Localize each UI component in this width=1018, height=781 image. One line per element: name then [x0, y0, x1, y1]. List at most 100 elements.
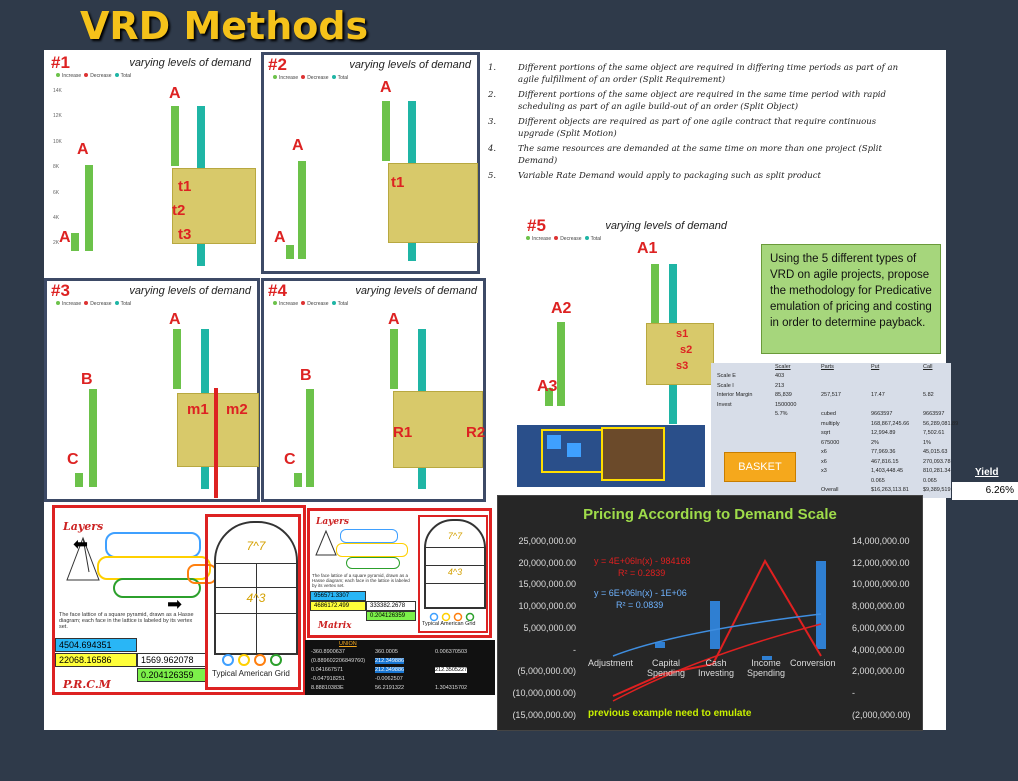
panel-number: #4 — [268, 281, 287, 300]
table-cell: 9663597 — [923, 411, 945, 417]
y-tick: 6K — [53, 190, 60, 196]
value-cell: 4686172.499 — [310, 601, 366, 611]
table-cell: 45,015.63 — [923, 449, 948, 455]
value-cell: 0.204126359 — [137, 668, 207, 682]
chart-title: Pricing According to Demand Scale — [583, 506, 837, 523]
matrix-label: Matrix — [318, 621, 352, 631]
level-label: A — [169, 311, 181, 328]
grid-caption: Typical American Grid — [212, 669, 290, 678]
panel-title: varying levels of demand — [129, 285, 251, 297]
level-label: B — [81, 371, 93, 388]
polar-diagram-overlay — [388, 163, 478, 243]
list-item: 1.Different portions of the same object … — [488, 63, 899, 85]
bar-increase — [545, 388, 553, 406]
list-item: 3.Different objects are required as part… — [488, 117, 877, 139]
union-cell: 0.006370503 — [435, 649, 468, 655]
x-label: Adjustment — [588, 658, 634, 668]
bar-increase — [75, 473, 83, 487]
right-tick: (2,000,000.00) — [852, 709, 911, 720]
chart-footer: previous example need to emulate — [588, 708, 752, 719]
lattice-caption: The face lattice of a square pyramid, dr… — [312, 573, 410, 588]
level-label: A — [292, 137, 304, 154]
panel-title: varying levels of demand — [349, 59, 471, 71]
trend-r2: R² = 0.0839 — [616, 600, 664, 610]
level-label: A — [380, 79, 392, 96]
swatch — [547, 435, 561, 449]
table-cell: 85,839 — [775, 392, 792, 398]
grid-frame: 7^7 4^3 Typical American Grid — [418, 515, 488, 633]
time-label: t2 — [172, 202, 186, 219]
table-cell: x6 — [821, 458, 827, 465]
table-cell: 168,867,245.66 — [871, 420, 910, 427]
swatch — [567, 443, 581, 457]
value-cell: 4504.694351 — [55, 638, 137, 652]
table-cell: 0.065 — [871, 477, 885, 484]
lattice-level — [113, 578, 201, 598]
product-image — [601, 427, 665, 481]
level-label: B — [300, 367, 312, 384]
right-tick: - — [852, 687, 855, 698]
right-tick: 4,000,000.00 — [852, 644, 905, 655]
table-cell: 213 — [775, 382, 785, 389]
level-label: A — [59, 229, 71, 246]
lattice-level — [340, 529, 398, 543]
table-cell: 5.82 — [923, 392, 934, 398]
table-cell: sqrt — [821, 430, 831, 436]
table-cell: Scale E — [717, 373, 736, 379]
resource-label: R2 — [466, 424, 486, 441]
left-tick: (15,000,000.00) — [512, 709, 576, 720]
union-cell: -0.047918251 — [311, 676, 345, 682]
y-tick: 10K — [53, 139, 62, 145]
value-cell: 22068.16586 — [55, 653, 137, 667]
table-cell: x6 — [821, 449, 827, 455]
arrow-right-icon: ➡ — [167, 594, 183, 614]
panel-number: #3 — [51, 281, 70, 300]
level-label: A — [388, 311, 400, 328]
basket-button[interactable]: BASKET — [724, 452, 796, 482]
panel-number: #1 — [51, 53, 70, 72]
table-cell: 403 — [775, 373, 785, 379]
table-cell: cubed — [821, 411, 836, 417]
bar-increase — [382, 101, 390, 161]
x-label: Income Spending — [746, 658, 786, 678]
union-cell: -360.8900637 — [311, 649, 345, 655]
bar-increase — [651, 264, 659, 324]
y-tick: 12K — [53, 113, 62, 119]
split-label: s1 — [676, 328, 689, 340]
right-tick: 8,000,000.00 — [852, 601, 905, 612]
motion-label: m2 — [226, 401, 248, 418]
table-cell: 5.7% — [775, 411, 788, 417]
union-cell: 1.304315702 — [435, 685, 468, 691]
time-label: t1 — [391, 174, 405, 191]
table-cell: 77,969.36 — [871, 449, 896, 455]
table-header: Scaler Parts Put Call — [775, 364, 933, 370]
layers-panel: Layers ⬅ ➡ The face lattice of a square … — [52, 505, 306, 695]
trend-line-blue — [612, 613, 822, 657]
union-cell: -0.0062507 — [375, 676, 403, 682]
panel-title: varying levels of demand — [605, 220, 727, 232]
table-cell: Overall — [821, 487, 839, 493]
union-cell: 360.0005 — [375, 649, 398, 655]
union-cell: 212.349886 — [375, 667, 405, 673]
level-label: A — [274, 229, 286, 246]
union-cell: 56.2191322 — [375, 685, 405, 691]
list-item: 4.The same resources are demanded at the… — [488, 144, 882, 166]
time-label: t1 — [178, 178, 192, 195]
x-label: Conversion — [790, 658, 836, 668]
trend-equation: y = 4E+06ln(x) - 984168 — [594, 556, 691, 566]
level-label: A — [169, 85, 181, 102]
table-cell: multiply — [821, 420, 840, 427]
bar-increase — [390, 329, 398, 389]
table-cell: 467,816.15 — [871, 458, 899, 465]
arch-window: 7^7 4^3 — [424, 519, 486, 609]
bar-increase — [294, 473, 302, 487]
union-cell: 8.88810383E — [311, 685, 344, 691]
left-tick: 5,000,000.00 — [523, 622, 576, 633]
x-label: Capital Spending — [646, 658, 686, 678]
series-line-red — [612, 558, 822, 697]
value-cell: 956571.3307 — [310, 591, 366, 601]
rings-icon — [428, 609, 478, 627]
lattice-level — [336, 543, 408, 557]
